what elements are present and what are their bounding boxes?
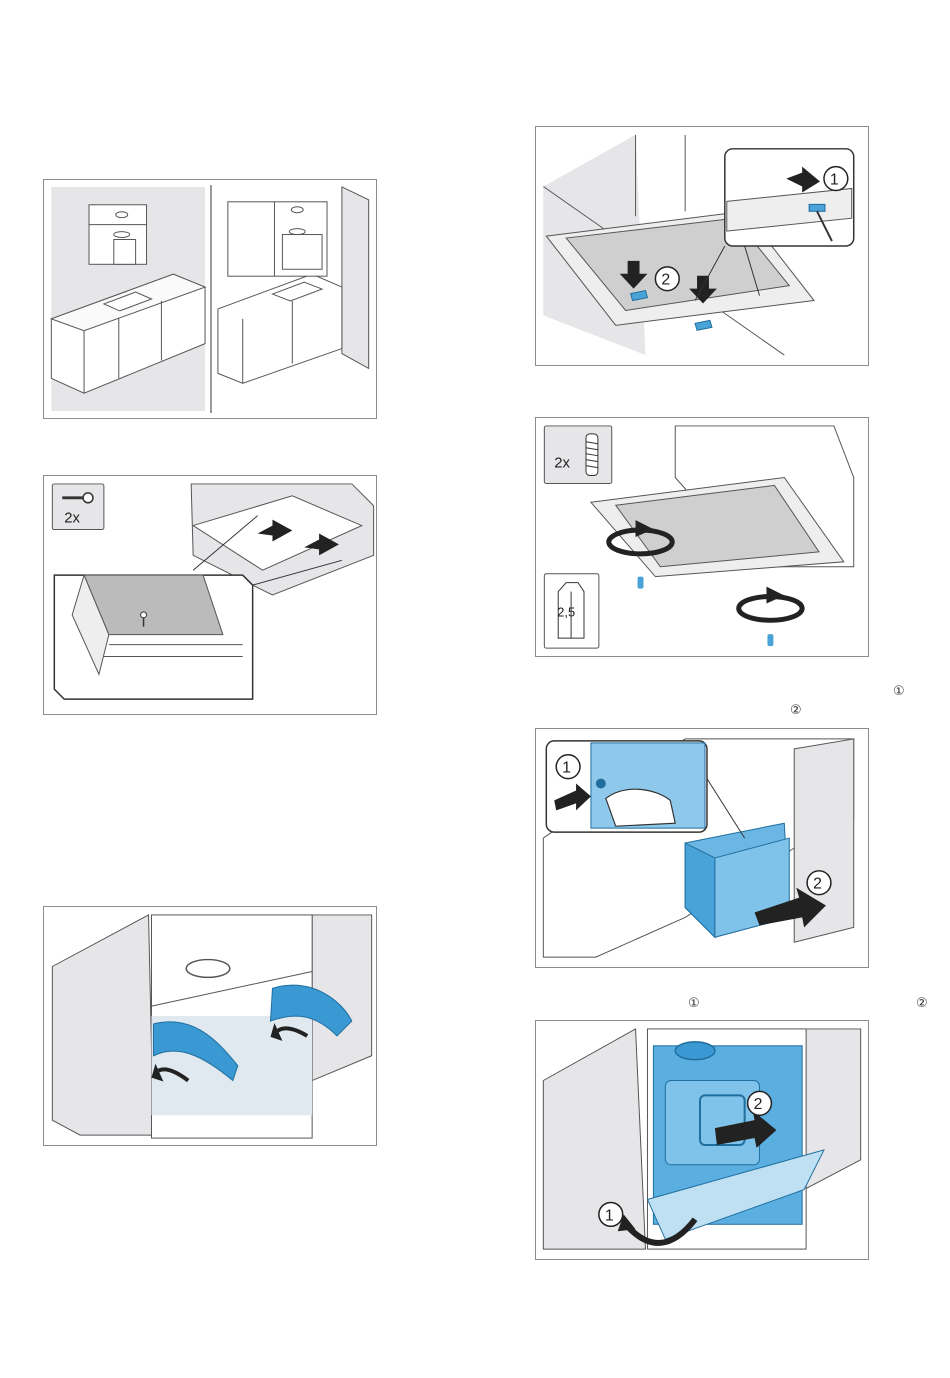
- figure-release-clips: 2 1: [535, 126, 869, 366]
- step-marker-1: ①: [688, 997, 700, 1010]
- threaded-bolt-icon: [586, 434, 598, 476]
- step-1-label: 1: [562, 760, 571, 777]
- screw-fixing-illustration: 2x: [44, 476, 376, 714]
- bolt-count-label: 2x: [554, 456, 570, 472]
- step-1-label: 1: [830, 172, 839, 189]
- figure-remove-protective-film: [43, 906, 377, 1146]
- release-clips-illustration: 2 1: [536, 127, 868, 365]
- tool-size-label: 2,5: [557, 604, 575, 619]
- step-1-label: 1: [605, 1207, 614, 1224]
- step-marker-1: ①: [893, 685, 905, 698]
- step-2-label: 2: [813, 876, 822, 893]
- motor-housing-illustration: 2 1: [536, 1021, 868, 1259]
- figure-cabinet-installation-options: [43, 179, 377, 419]
- figure-remove-motor-housing: 2 1: [535, 1020, 869, 1260]
- figure-unscrew-filter-frame: 2x 2,5: [535, 417, 869, 657]
- step-marker-2: ②: [790, 704, 802, 717]
- cabinet-options-illustration: [44, 180, 376, 418]
- figure-screw-fixing: 2x: [43, 475, 377, 715]
- step-2-label: 2: [754, 1096, 763, 1113]
- step-marker-2: ②: [916, 997, 928, 1010]
- protective-film-illustration: [44, 907, 376, 1145]
- figure-remove-duct-box: 2 1: [535, 728, 869, 968]
- screw-count-label: 2x: [64, 511, 80, 527]
- step-2-label: 2: [661, 272, 670, 289]
- duct-box-illustration: 2 1: [536, 729, 868, 967]
- unscrew-illustration: 2x 2,5: [536, 418, 868, 656]
